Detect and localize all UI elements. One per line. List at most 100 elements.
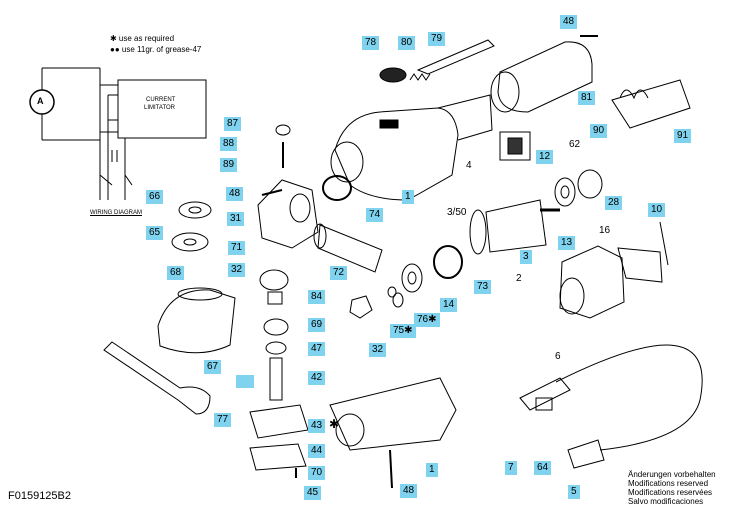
part-label-70: 70 bbox=[308, 466, 326, 480]
part-label-87: 87 bbox=[224, 117, 242, 131]
plate-43 bbox=[249, 404, 309, 439]
legend-swatch bbox=[236, 375, 254, 388]
part-label-43: 43 bbox=[308, 419, 326, 433]
flange-66 bbox=[178, 201, 212, 219]
part-label-12: 12 bbox=[536, 150, 554, 164]
part-label-3-50: 3/50 bbox=[447, 207, 467, 218]
switch-button-78 bbox=[379, 67, 407, 83]
o-ring-74 bbox=[322, 175, 352, 201]
part-label-88: 88 bbox=[220, 137, 238, 151]
wiring-diagram bbox=[29, 67, 207, 200]
limiter-line1: CURRENT bbox=[146, 97, 176, 103]
bearing-14 bbox=[401, 263, 423, 293]
part-label-45: 45 bbox=[304, 486, 322, 500]
part-label-62: 62 bbox=[569, 139, 581, 150]
bushing-84 bbox=[267, 291, 283, 305]
gear-housing-1 bbox=[330, 94, 493, 201]
part-label-48: 48 bbox=[226, 187, 244, 201]
ring-47 bbox=[265, 341, 287, 355]
legend-grease-note: ●● use 11gr. of grease-47 bbox=[110, 45, 202, 54]
motor-housing-81 bbox=[490, 41, 593, 113]
part-label-48c: 48 bbox=[400, 484, 418, 498]
part-label-66: 66 bbox=[146, 190, 164, 204]
motor-label: A bbox=[37, 96, 44, 106]
part-label-76: 76✱ bbox=[414, 313, 440, 327]
wheel-guard-67 bbox=[157, 287, 236, 354]
document-code: F0159125B2 bbox=[8, 490, 71, 502]
cable-clamp-7 bbox=[535, 397, 553, 411]
ring-73 bbox=[433, 245, 463, 279]
part-label-10: 10 bbox=[648, 203, 666, 217]
part-label-64: 64 bbox=[534, 461, 552, 475]
part-label-84: 84 bbox=[308, 290, 326, 304]
part-label-3: 3 bbox=[520, 250, 532, 264]
cap-87 bbox=[275, 124, 291, 136]
brush-holder-4 bbox=[499, 131, 531, 161]
part-label-5: 5 bbox=[568, 485, 580, 499]
part-label-74: 74 bbox=[366, 208, 384, 222]
changes-line-1: Änderungen vorbehalten bbox=[628, 470, 716, 479]
gear-32a bbox=[259, 269, 289, 291]
flange-65 bbox=[171, 232, 209, 252]
spring-80 bbox=[409, 73, 431, 81]
bearing-13 bbox=[554, 177, 576, 207]
stator-2 bbox=[559, 245, 625, 319]
part-label-32b: 32 bbox=[369, 343, 387, 357]
part-label-28: 28 bbox=[605, 196, 623, 210]
part-label-75: 75✱ bbox=[390, 324, 416, 338]
part-label-31: 31 bbox=[227, 212, 245, 226]
spanner-77 bbox=[103, 341, 211, 415]
part-label-80: 80 bbox=[398, 36, 416, 50]
part-label-65: 65 bbox=[146, 226, 164, 240]
part-label-44: 44 bbox=[308, 444, 326, 458]
limiter-line2: LIMITATOR bbox=[144, 105, 176, 111]
part-label-32: 32 bbox=[228, 263, 246, 277]
legend-asterisk-note: ✱ use as required bbox=[110, 34, 175, 43]
part-label-67: 67 bbox=[204, 360, 222, 374]
spindle-42 bbox=[269, 357, 283, 401]
part-label-90: 90 bbox=[590, 124, 608, 138]
current-limitator-box bbox=[117, 79, 207, 139]
part-label-6: 6 bbox=[555, 351, 561, 362]
bearing-28 bbox=[577, 169, 603, 199]
part-label-72: 72 bbox=[330, 266, 348, 280]
part-label-68: 68 bbox=[167, 266, 185, 280]
part-label-16: 16 bbox=[599, 225, 611, 236]
part-label-79: 79 bbox=[428, 32, 446, 46]
baffle-16 bbox=[617, 247, 663, 283]
gear-head-31 bbox=[257, 179, 319, 249]
plate-44 bbox=[249, 443, 307, 471]
part-label-4: 4 bbox=[466, 160, 472, 171]
nut-32b bbox=[349, 295, 373, 319]
part-label-1: 1 bbox=[402, 190, 414, 204]
part-label-7: 7 bbox=[505, 461, 517, 475]
wiring-title: WIRING DIAGRAM bbox=[90, 210, 142, 216]
changes-line-3: Modifications reservées bbox=[628, 488, 713, 497]
part-label-77: 77 bbox=[214, 413, 232, 427]
part-label-14: 14 bbox=[440, 298, 458, 312]
part-label-1b: 1 bbox=[426, 463, 438, 477]
part-label-71: 71 bbox=[228, 241, 246, 255]
motor-housing-1b bbox=[329, 377, 457, 451]
part-label-13: 13 bbox=[558, 236, 576, 250]
part-label-47: 47 bbox=[308, 342, 326, 356]
switch-91 bbox=[611, 79, 691, 129]
armature-3 bbox=[469, 199, 560, 255]
switch-rod-79 bbox=[416, 39, 495, 75]
part-label-91: 91 bbox=[674, 129, 692, 143]
part-label-42: 42 bbox=[308, 371, 326, 385]
power-cord-6 bbox=[519, 344, 703, 469]
changes-line-2: Modifications reserved bbox=[628, 479, 709, 488]
part-label-2: 2 bbox=[516, 273, 522, 284]
side-handle-72 bbox=[313, 223, 383, 273]
part-label-78: 78 bbox=[362, 36, 380, 50]
changes-line-4: Salvo modificaciones bbox=[628, 497, 704, 506]
part-label-48: 48 bbox=[560, 15, 578, 29]
bearing-69 bbox=[263, 318, 289, 336]
part-label-73: 73 bbox=[474, 280, 492, 294]
part-label-89: 89 bbox=[220, 158, 238, 172]
part-label-81: 81 bbox=[578, 91, 596, 105]
part-43-asterisk: ✱ bbox=[329, 417, 340, 431]
part-label-69: 69 bbox=[308, 318, 326, 332]
